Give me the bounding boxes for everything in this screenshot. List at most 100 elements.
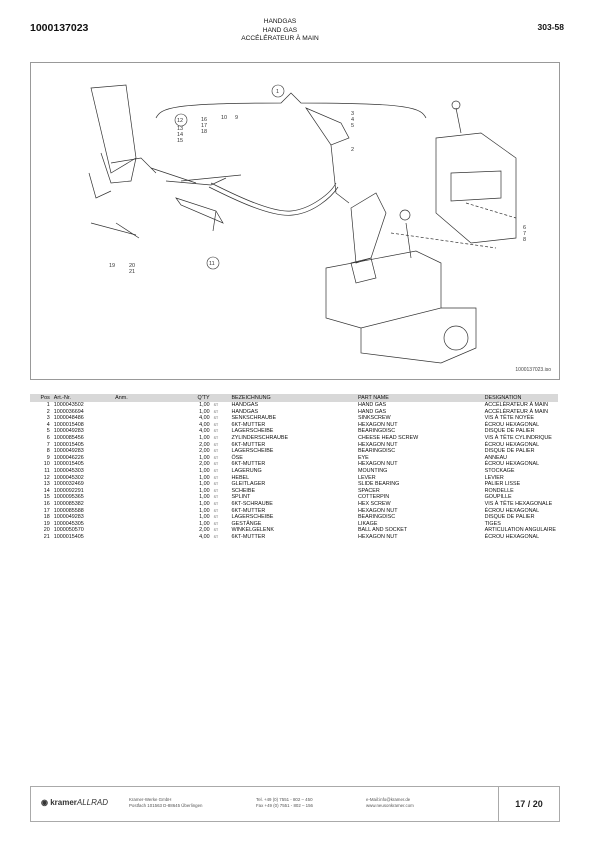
cell-designation: ÉCROU HEXAGONAL [484,507,540,514]
drawing-id: 1000137023.iso [515,367,551,373]
cell-qty: 1,00 [199,474,210,481]
cell-bezeichnung: ÖSE [231,454,243,461]
cell-designation: ACCÉLÉRATEUR À MAIN [484,402,549,408]
cell-part-name: LEVER [357,474,376,481]
cell-art-nr: 1000092291 [53,487,84,494]
svg-text:6: 6 [523,225,526,231]
cell-unit: ST [213,422,219,427]
cell-art-nr: 1000045303 [53,467,84,474]
cell-pos: 3 [46,415,50,422]
cell-unit: ST [213,435,219,440]
cell-unit: ST [213,528,219,533]
cell-unit: ST [213,534,219,539]
svg-text:9: 9 [235,115,238,121]
cell-anm [113,514,178,521]
cell-designation: VIS À TÊTE CYLINDRIQUE [484,434,552,441]
header-art-nr: Art.-Nr. [51,394,114,402]
svg-text:19: 19 [109,263,115,269]
cell-anm [113,442,178,449]
website-link[interactable]: www.neusonkramer.com [366,803,414,808]
cell-part-name: MOUNTING [357,467,388,474]
cell-designation: ÉCROU HEXAGONAL [484,461,540,468]
cell-designation: DISQUE DE PALIER [484,514,535,521]
cell-qty: 4,00 [199,533,210,540]
title-english: HAND GAS [262,26,298,34]
cell-anm [113,435,178,442]
cell-qty: 2,00 [199,527,210,534]
email-link[interactable]: e-Mail:info@kramer.de [366,797,411,802]
cell-unit: ST [213,521,219,526]
cell-part-name: SLIDE BEARING [357,481,400,488]
cell-part-name: BEARINGDISC [357,448,396,455]
svg-text:18: 18 [201,129,207,135]
cell-part-name: CHEESE HEAD SCREW [357,434,419,441]
svg-text:2: 2 [351,147,354,153]
cell-designation: ARTICULATION ANGULAIRE [484,527,556,534]
header-anm: Anm. [113,394,179,402]
phone: Tel. +49 (0) 7551 - 802 – 450 [256,797,313,802]
cell-bezeichnung: SCHEIBE [231,487,256,494]
cell-designation: ÉCROU HEXAGONAL [484,441,540,448]
cell-art-nr: 1000095365 [53,494,84,501]
cell-art-nr: 1000015408 [53,421,84,428]
cell-pos: 11 [44,467,50,474]
cell-qty: 2,00 [199,448,210,455]
cell-part-name: EYE [357,454,369,461]
drawing-illustration: 1 2 3 4 5 6 7 8 9 10 11 12 13 14 15 16 1… [88,84,526,364]
cell-pos: 6 [46,434,50,441]
company-postbox: Postfach 101563 D-88645 Überlingen [129,803,203,808]
svg-text:10: 10 [221,115,227,121]
cell-part-name: BEARINGDISC [357,428,396,435]
cell-bezeichnung: 6KT-SCHRAUBE [231,500,273,507]
cell-anm [113,501,178,508]
cell-part-name: HEXAGON NUT [357,507,398,514]
cell-part-name: HEXAGON NUT [357,441,398,448]
cell-art-nr: 1000049283 [53,448,84,455]
cell-art-nr: 1000050570 [53,527,84,534]
cell-art-nr: 1000045302 [53,474,84,481]
cell-unit: ST [213,449,219,454]
cell-pos: 19 [43,520,50,527]
cell-part-name: HAND GAS [357,402,387,408]
cell-art-nr: 1000015405 [53,461,84,468]
cell-part-name: LIKAGE [357,520,378,527]
svg-text:3: 3 [351,111,354,117]
cell-unit: ST [213,442,219,447]
cell-designation: ÉCROU HEXAGONAL [484,533,540,540]
cell-part-name: HEXAGON NUT [357,461,398,468]
cell-unit: ST [213,488,219,493]
cell-pos: 8 [46,448,50,455]
cell-pos: 9 [46,454,50,461]
cell-part-name: BEARINGDISC [357,514,396,521]
cell-bezeichnung: ZYLINDERSCHRAUBE [231,434,289,441]
cell-anm [113,481,178,488]
title-french: ACCÉLÉRATEUR À MAIN [241,35,319,43]
cell-unit: ST [213,409,219,414]
svg-text:20: 20 [129,263,135,269]
header-pos: Pos [30,394,52,402]
cell-anm [113,475,178,482]
cell-anm [113,422,178,429]
cell-designation: TIGES [484,520,501,527]
svg-text:17: 17 [201,123,207,129]
cell-unit: ST [213,501,219,506]
cell-bezeichnung: HEBEL [231,474,250,481]
contact-phone-fax: Tel. +49 (0) 7551 - 802 – 450 Fax +49 (0… [256,797,313,809]
header-part-name: PART NAME [355,394,483,402]
cell-art-nr: 1000045305 [53,520,84,527]
cell-bezeichnung: 6KT-MUTTER [231,507,266,514]
header-designation: DESIGNATION [482,394,558,402]
cell-designation: GOUPILLE [484,494,512,501]
cell-bezeichnung: LAGERUNG [231,467,262,474]
